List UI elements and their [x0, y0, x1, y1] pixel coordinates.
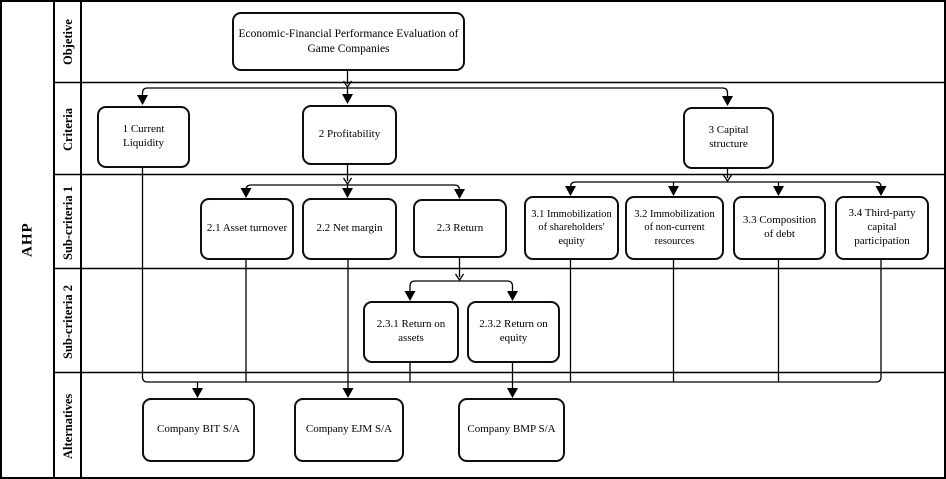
node-subcriterion-composition-of-debt: 3.3 Composition of debt	[733, 196, 826, 260]
row-label-objetive: Objetive	[61, 19, 75, 66]
node-alternative-company-bmp: Company BMP S/A	[458, 398, 565, 462]
node-alternative-company-bit: Company BIT S/A	[142, 398, 255, 462]
node-subcriterion-net-margin: 2.2 Net margin	[302, 198, 397, 260]
row-label-subcriteria-1: Sub-criteria 1	[61, 186, 75, 260]
node-goal: Economic-Financial Performance Evaluatio…	[232, 12, 465, 71]
node-criterion-current-liquidity: 1 Current Liquidity	[97, 106, 190, 168]
row-label-subcriteria-2: Sub-criteria 2	[61, 285, 75, 359]
row-label-criteria: Criteria	[61, 107, 75, 152]
node-criterion-profitability: 2 Profitability	[302, 105, 397, 165]
node-subcriterion-immobilization-non-current-resources: 3.2 Immobilization of non-current resour…	[625, 196, 724, 260]
node-subcriterion-return: 2.3 Return	[413, 199, 507, 258]
row-label-alternatives: Alternatives	[61, 393, 75, 459]
node-subcriterion-return-on-assets: 2.3.1 Return on assets	[363, 301, 459, 363]
node-subcriterion-asset-turnover: 2.1 Asset turnover	[200, 198, 294, 260]
method-label: AHP	[19, 222, 36, 257]
node-subcriterion-immobilization-shareholders-equity: 3.1 Immobilization of shareholders' equi…	[524, 196, 619, 260]
node-subcriterion-third-party-capital-participation: 3.4 Third-party capital participation	[835, 196, 929, 260]
node-subcriterion-return-on-equity: 2.3.2 Return on equity	[467, 301, 560, 363]
node-criterion-capital-structure: 3 Capital structure	[683, 107, 774, 169]
node-alternative-company-ejm: Company EJM S/A	[294, 398, 404, 462]
arrowheads	[137, 94, 887, 398]
